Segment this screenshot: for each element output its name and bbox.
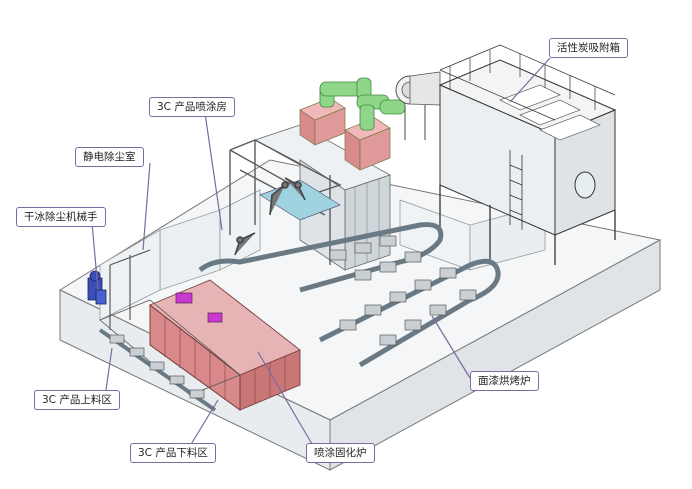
label-loading-area: 3C 产品上料区 [34,390,120,410]
label-static-room: 静电除尘室 [75,147,144,167]
label-unloading-area: 3C 产品下料区 [130,443,216,463]
exhaust-ducts [299,71,441,171]
label-topcoat-oven: 面漆烘烤炉 [470,371,539,391]
topcoat-oven-conveyor [198,222,501,368]
label-carbon-box: 活性炭吸附箱 [549,38,628,58]
label-dry-ice-robot: 干冰除尘机械手 [16,207,106,227]
loading-area [87,249,241,412]
label-curing-oven: 喷涂固化炉 [306,443,375,463]
label-spray-room: 3C 产品喷涂房 [149,97,235,117]
carbon-box [438,44,617,265]
leader-lines [91,57,551,447]
